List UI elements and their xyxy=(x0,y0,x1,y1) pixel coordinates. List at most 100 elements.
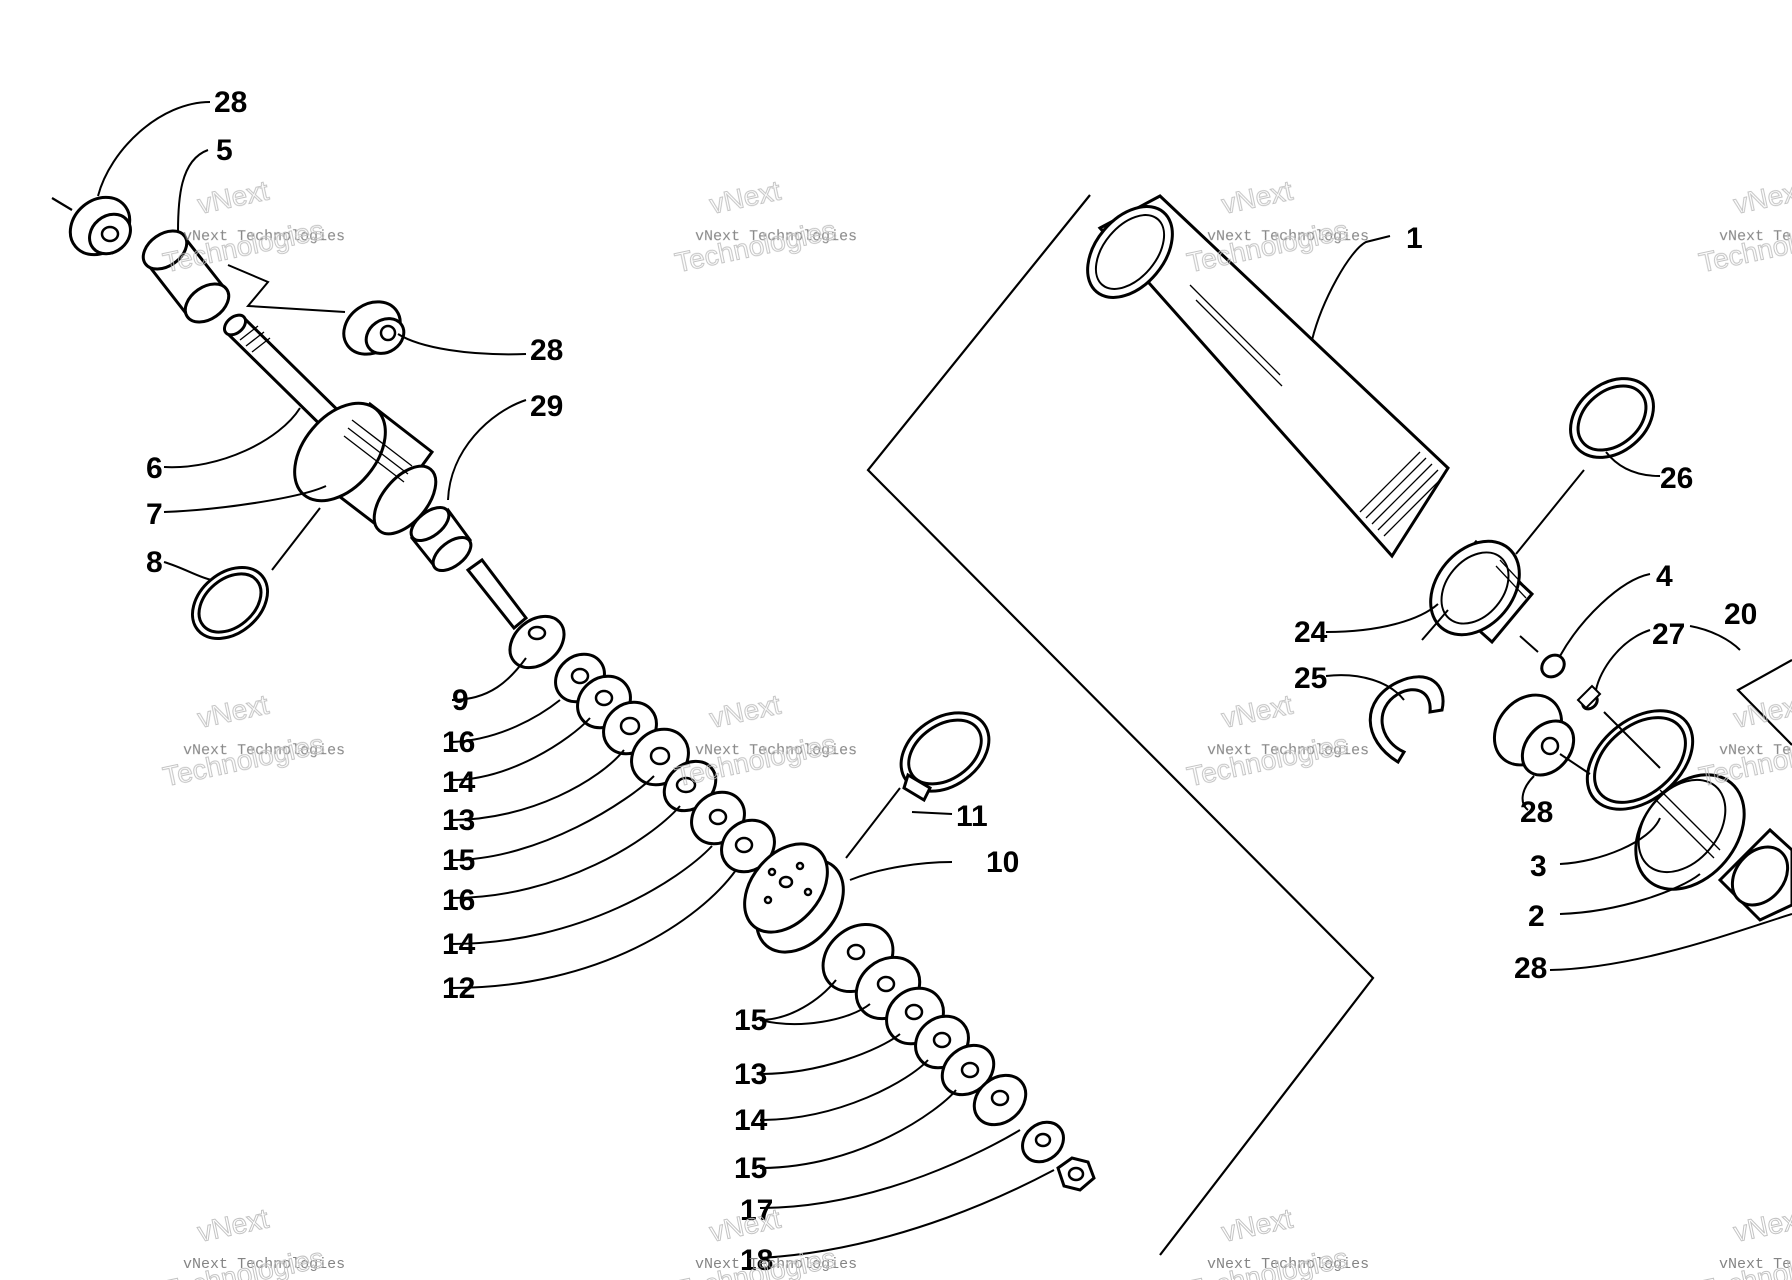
washer-part-15-e xyxy=(972,1073,1028,1127)
o-ring-part-8 xyxy=(190,566,270,640)
shock-body-part-1 xyxy=(1086,194,1450,559)
callout-10: 10 xyxy=(986,846,1019,879)
svg-text:vNext Technologies: vNext Technologies xyxy=(695,1256,857,1273)
callout-29: 29 xyxy=(530,390,563,423)
nut-part-18 xyxy=(1056,1156,1096,1192)
piston-part-10 xyxy=(743,842,845,954)
svg-text:Technologies: Technologies xyxy=(160,728,326,792)
o-ring-part-26 xyxy=(1569,377,1655,459)
svg-text:vNext: vNext xyxy=(707,689,784,734)
watermark: vNext vNext Technologies Technologies xyxy=(1696,688,1792,793)
callout-5: 5 xyxy=(216,134,233,167)
svg-text:vNext Technologies: vNext Technologies xyxy=(1719,1256,1792,1273)
washer-stack-lower xyxy=(821,922,1096,1192)
watermark: vNext vNext Technologies Technologies xyxy=(160,174,345,279)
callout-26: 26 xyxy=(1660,462,1693,495)
bushing-part-28-mid xyxy=(342,300,406,356)
svg-text:vNext: vNext xyxy=(1219,175,1296,220)
callout-labels: 28 5 28 29 6 7 8 9 16 14 13 15 16 14 12 … xyxy=(146,86,1757,1277)
washer-part-17 xyxy=(1021,1120,1065,1164)
callout-15-b: 15 xyxy=(734,1004,767,1037)
watermark: vNext vNext Technologies Technologies xyxy=(1184,688,1369,793)
callout-18: 18 xyxy=(740,1244,773,1277)
callout-6: 6 xyxy=(146,452,163,485)
callout-27: 27 xyxy=(1652,618,1685,651)
callout-17: 17 xyxy=(740,1194,773,1227)
svg-text:vNext: vNext xyxy=(1731,1203,1792,1248)
leader-lines xyxy=(97,101,1792,1259)
callout-1: 1 xyxy=(1406,222,1423,255)
svg-text:vNext: vNext xyxy=(195,175,272,220)
watermark: vNext vNext Technologies Technologies xyxy=(160,1202,345,1280)
bearing-head-part-7 xyxy=(293,401,438,536)
bearing-sleeve-part-24 xyxy=(1429,539,1535,645)
svg-text:vNext: vNext xyxy=(195,1203,272,1248)
bushing-part-28-top xyxy=(68,195,132,257)
watermark: vNext vNext Technologies Technologies xyxy=(1696,174,1792,279)
callout-28-top: 28 xyxy=(214,86,247,119)
callout-15-c: 15 xyxy=(734,1152,767,1185)
svg-text:vNext: vNext xyxy=(1731,689,1792,734)
washer-part-9 xyxy=(508,614,566,670)
svg-text:vNext: vNext xyxy=(1219,1203,1296,1248)
svg-text:Technologies: Technologies xyxy=(672,214,838,278)
callout-7: 7 xyxy=(146,498,163,531)
assembly-bracket-line xyxy=(866,194,1375,1256)
sleeve-part-5 xyxy=(141,229,231,324)
svg-text:vNext Technologies: vNext Technologies xyxy=(695,742,857,759)
callout-20: 20 xyxy=(1724,598,1757,631)
callout-11: 11 xyxy=(956,800,988,833)
washer-part-15-d xyxy=(940,1043,996,1097)
svg-text:vNext Technologies: vNext Technologies xyxy=(695,228,857,245)
callout-25: 25 xyxy=(1294,662,1327,695)
callout-13-a: 13 xyxy=(442,804,475,837)
svg-text:vNext Technologies: vNext Technologies xyxy=(1719,228,1792,245)
callout-8: 8 xyxy=(146,546,163,579)
o-ring-part-4 xyxy=(1540,653,1566,679)
shaft-axis-dogleg xyxy=(227,264,346,313)
svg-text:Technologies: Technologies xyxy=(672,728,838,792)
svg-text:vNext: vNext xyxy=(707,175,784,220)
piston-band-part-11 xyxy=(899,711,991,803)
callout-3: 3 xyxy=(1530,850,1547,883)
watermark: vNext vNext Technologies Technologies xyxy=(160,688,345,793)
callout-13-b: 13 xyxy=(734,1058,767,1091)
callout-15-a: 15 xyxy=(442,844,475,877)
seal-ring-part-3 xyxy=(1585,709,1695,811)
callout-12: 12 xyxy=(442,972,475,1005)
svg-text:vNext: vNext xyxy=(1219,689,1296,734)
shaft-axis-line xyxy=(51,197,73,211)
callout-24: 24 xyxy=(1294,616,1328,649)
watermark: vNext vNext Technologies Technologies xyxy=(1184,174,1369,279)
callout-28-mid: 28 xyxy=(530,334,563,367)
callout-9: 9 xyxy=(452,684,469,717)
callout-28-right: 28 xyxy=(1520,796,1553,829)
svg-text:Technologies: Technologies xyxy=(1184,214,1350,278)
svg-text:vNext Technologies: vNext Technologies xyxy=(183,742,345,759)
watermark: vNext vNext Technologies Technologies xyxy=(1184,1202,1369,1280)
callout-4: 4 xyxy=(1656,560,1673,593)
svg-text:vNext Technologies: vNext Technologies xyxy=(1207,742,1369,759)
spacer-part-29 xyxy=(409,505,529,631)
svg-text:vNext Technologies: vNext Technologies xyxy=(183,1256,345,1273)
callout-14-a: 14 xyxy=(442,766,476,799)
snap-ring-part-25 xyxy=(1368,675,1445,765)
callout-16-b: 16 xyxy=(442,884,475,917)
callout-14-c: 14 xyxy=(734,1104,768,1137)
svg-text:Technologies: Technologies xyxy=(1184,728,1350,792)
svg-text:Technologies: Technologies xyxy=(1696,728,1792,792)
svg-text:vNext Technologies: vNext Technologies xyxy=(1207,228,1369,245)
callout-14-b: 14 xyxy=(442,928,476,961)
svg-text:vNext Technologies: vNext Technologies xyxy=(183,228,345,245)
watermark: vNext vNext Technologies Technologies xyxy=(672,688,857,793)
bushing-part-28-right xyxy=(1492,693,1576,777)
svg-text:vNext: vNext xyxy=(707,1203,784,1248)
watermark: vNext vNext Technologies Technologies xyxy=(672,174,857,279)
callout-28-lower-right: 28 xyxy=(1514,952,1547,985)
bracket-part-20 xyxy=(1736,659,1792,746)
watermark: vNext vNext Technologies Technologies xyxy=(1696,1202,1792,1280)
svg-text:vNext: vNext xyxy=(195,689,272,734)
end-cap-part-2 xyxy=(1634,773,1792,922)
svg-text:vNext: vNext xyxy=(1731,175,1792,220)
